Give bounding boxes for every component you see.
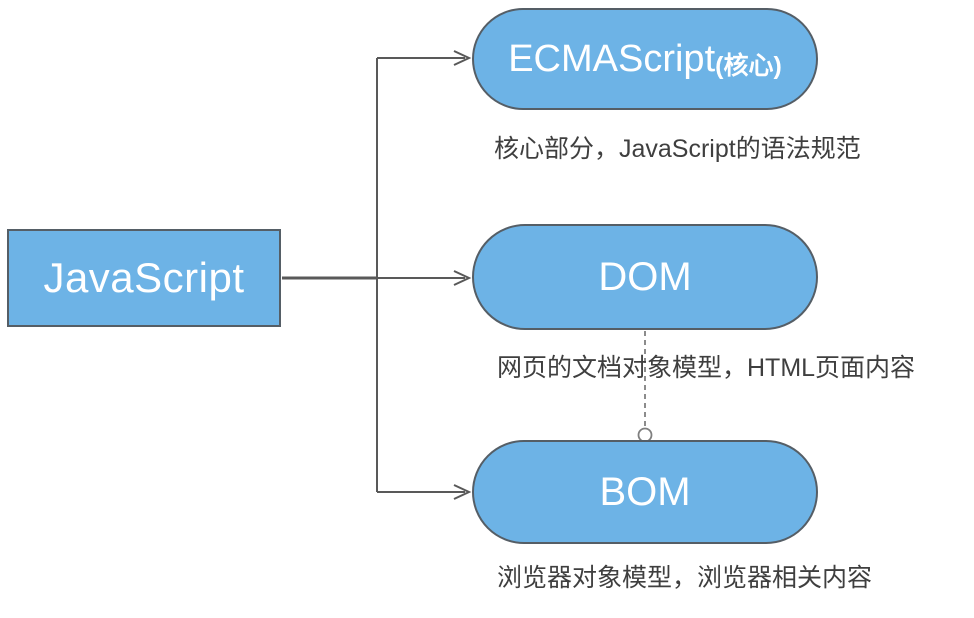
description-dom: 网页的文档对象模型，HTML页面内容 <box>497 354 916 382</box>
arrowhead-bom <box>453 484 472 500</box>
node-bom: BOM <box>472 440 818 544</box>
node-javascript: JavaScript <box>7 229 281 327</box>
description-bom: 浏览器对象模型，浏览器相关内容 <box>497 564 873 592</box>
node-ecmascript-label-suffix: (核心) <box>715 52 782 80</box>
description-ecmascript: 核心部分，JavaScript的语法规范 <box>494 135 861 163</box>
node-dom-label: DOM <box>598 254 692 299</box>
node-dom: DOM <box>472 224 818 330</box>
node-ecmascript-label: ECMAScript <box>508 37 716 80</box>
arrowhead-dom <box>453 270 472 286</box>
node-ecmascript: ECMAScript(核心) <box>472 8 818 110</box>
arrowhead-ecmascript <box>453 50 472 66</box>
node-javascript-label: JavaScript <box>43 254 245 301</box>
node-bom-label: BOM <box>599 469 691 514</box>
